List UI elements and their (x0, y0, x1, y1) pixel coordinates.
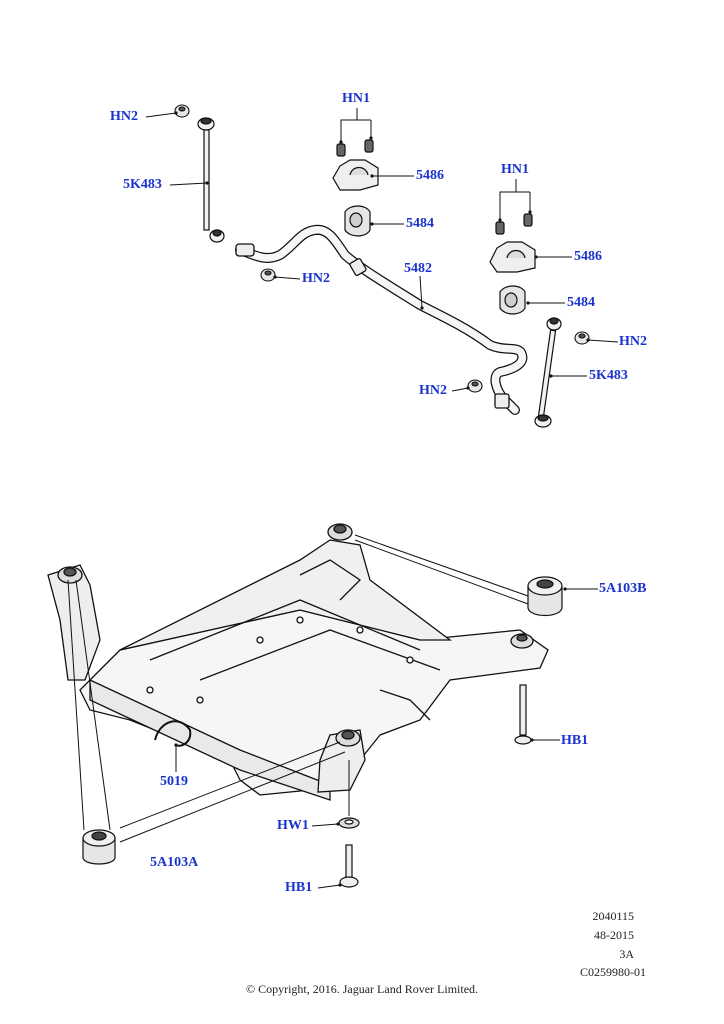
callout-hb1-right[interactable]: HB1 (561, 733, 589, 748)
callout-hw1[interactable]: HW1 (277, 818, 309, 833)
front-subframe (47, 523, 549, 801)
callout-5482[interactable]: 5482 (404, 261, 432, 276)
clamp-5486-right (489, 213, 536, 273)
callout-5k483-left[interactable]: 5K483 (123, 177, 162, 192)
callout-5486-right[interactable]: 5486 (574, 249, 602, 264)
callout-5019[interactable]: 5019 (160, 774, 188, 789)
callout-5484-right[interactable]: 5484 (567, 295, 595, 310)
meta-line-1: 2040115 (592, 909, 634, 923)
nut-hn2-group (174, 104, 590, 393)
bush-5a103b (527, 576, 563, 617)
callout-5a103b[interactable]: 5A103B (599, 581, 647, 596)
callout-5k483-right[interactable]: 5K483 (589, 368, 628, 383)
meta-line-3: 3A (619, 947, 634, 961)
bush-5a103a (82, 829, 116, 865)
bolt-hb1-right (514, 684, 532, 745)
callout-hn2-top-left[interactable]: HN2 (110, 109, 138, 124)
bush-5484-right (499, 285, 526, 315)
callout-hn2-mid-left[interactable]: HN2 (302, 271, 330, 286)
callout-hn2-bottom[interactable]: HN2 (419, 383, 447, 398)
callout-hb1-bottom[interactable]: HB1 (285, 880, 313, 895)
drop-link-right (534, 317, 562, 428)
washer-hw1 (338, 817, 360, 829)
callout-hn1-top[interactable]: HN1 (342, 91, 370, 106)
drop-link-left (197, 117, 225, 243)
callout-hn2-right[interactable]: HN2 (619, 334, 647, 349)
bush-5484-top (344, 205, 371, 237)
bolt-hb1-bottom (339, 844, 359, 888)
callout-5484-top[interactable]: 5484 (406, 216, 434, 231)
meta-line-4: C0259980-01 (580, 965, 646, 979)
callout-5a103a[interactable]: 5A103A (150, 855, 199, 870)
clamp-5486-top (332, 139, 379, 191)
copyright-text: © Copyright, 2016. Jaguar Land Rover Lim… (245, 982, 479, 996)
meta-line-2: 48-2015 (594, 928, 634, 942)
callout-hn1-right[interactable]: HN1 (501, 162, 529, 177)
anti-roll-bar-5482 (235, 224, 528, 415)
callout-5486-top[interactable]: 5486 (416, 168, 444, 183)
leader-lines (67, 108, 619, 889)
